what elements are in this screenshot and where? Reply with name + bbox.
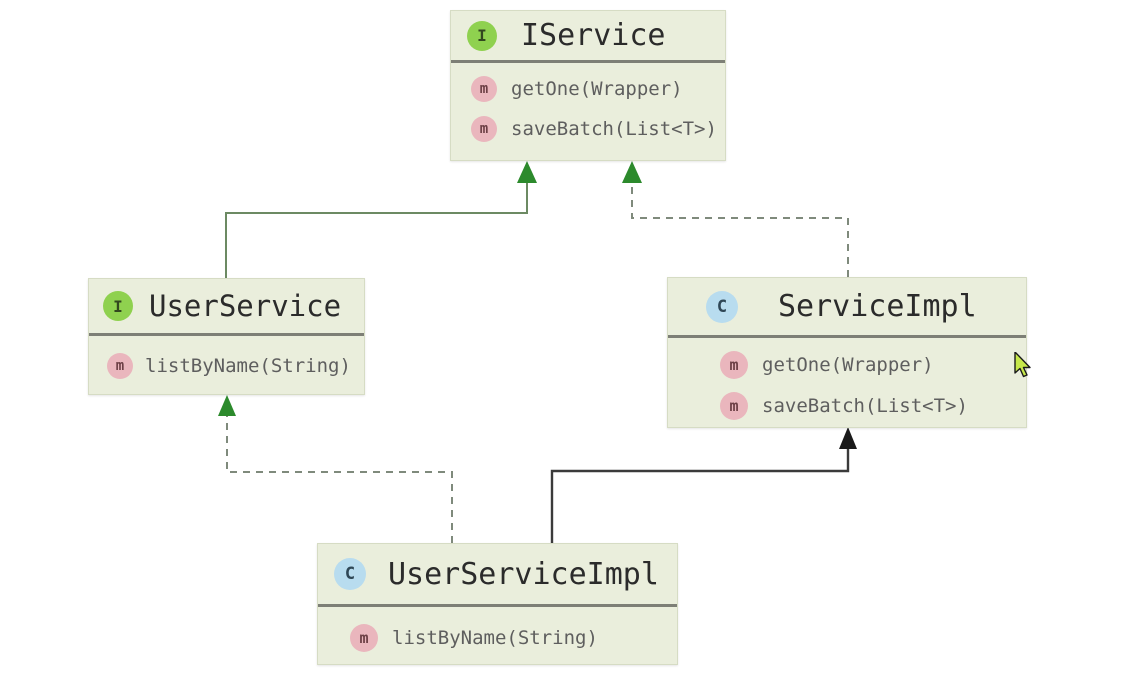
edge-userserviceimpl-extends-serviceimpl [550, 427, 857, 543]
class-badge-icon: C [334, 558, 366, 590]
member-row[interactable]: m listByName(String) [89, 342, 364, 390]
member-label: getOne(Wrapper) [511, 78, 683, 100]
member-list-iservice: m getOne(Wrapper) m saveBatch(List<T>) [451, 63, 725, 157]
class-header-serviceimpl: C ServiceImpl [668, 278, 1026, 338]
method-badge-icon: m [350, 624, 378, 652]
member-label: getOne(Wrapper) [762, 353, 934, 376]
edge-serviceimpl-implements-iservice [622, 161, 849, 277]
class-badge-icon: C [706, 290, 738, 323]
member-row[interactable]: m saveBatch(List<T>) [668, 385, 1026, 426]
edge-userservice-extends-iservice [225, 161, 537, 278]
class-title-userserviceimpl: UserServiceImpl [388, 556, 659, 592]
member-label: saveBatch(List<T>) [511, 118, 717, 140]
method-badge-icon: m [720, 350, 748, 379]
method-badge-icon: m [720, 391, 748, 420]
class-header-iservice: I IService [451, 11, 725, 63]
member-list-userserviceimpl: m listByName(String) [318, 607, 677, 671]
class-box-userservice[interactable]: I UserService m listByName(String) [88, 278, 365, 395]
arrowhead-green-realization-left [218, 395, 236, 416]
member-row[interactable]: m listByName(String) [318, 613, 677, 663]
member-row[interactable]: m getOne(Wrapper) [451, 69, 725, 109]
arrowhead-green-realization-right [622, 161, 642, 183]
class-box-userserviceimpl[interactable]: C UserServiceImpl m listByName(String) [317, 543, 678, 665]
class-box-serviceimpl[interactable]: C ServiceImpl m getOne(Wrapper) m saveBa… [667, 277, 1027, 428]
member-row[interactable]: m saveBatch(List<T>) [451, 109, 725, 149]
method-badge-icon: m [471, 116, 497, 142]
class-header-userserviceimpl: C UserServiceImpl [318, 544, 677, 607]
class-title-userservice: UserService [149, 289, 342, 323]
class-title-iservice: IService [521, 18, 666, 53]
class-header-userservice: I UserService [89, 279, 364, 336]
mouse-pointer-icon [1014, 352, 1031, 378]
method-badge-icon: m [107, 353, 133, 379]
member-label: listByName(String) [145, 355, 351, 377]
interface-badge-icon: I [103, 291, 133, 321]
class-box-iservice[interactable]: I IService m getOne(Wrapper) m saveBatch… [450, 10, 726, 161]
member-row[interactable]: m getOne(Wrapper) [668, 344, 1026, 385]
member-list-userservice: m listByName(String) [89, 336, 364, 398]
edge-userserviceimpl-implements-userservice [218, 395, 453, 543]
member-list-serviceimpl: m getOne(Wrapper) m saveBatch(List<T>) [668, 338, 1026, 434]
interface-badge-icon: I [467, 20, 497, 51]
member-label: saveBatch(List<T>) [762, 394, 968, 417]
method-badge-icon: m [471, 76, 497, 102]
arrowhead-green-generalization [517, 161, 537, 183]
member-label: listByName(String) [392, 627, 598, 649]
class-title-serviceimpl: ServiceImpl [778, 289, 977, 324]
